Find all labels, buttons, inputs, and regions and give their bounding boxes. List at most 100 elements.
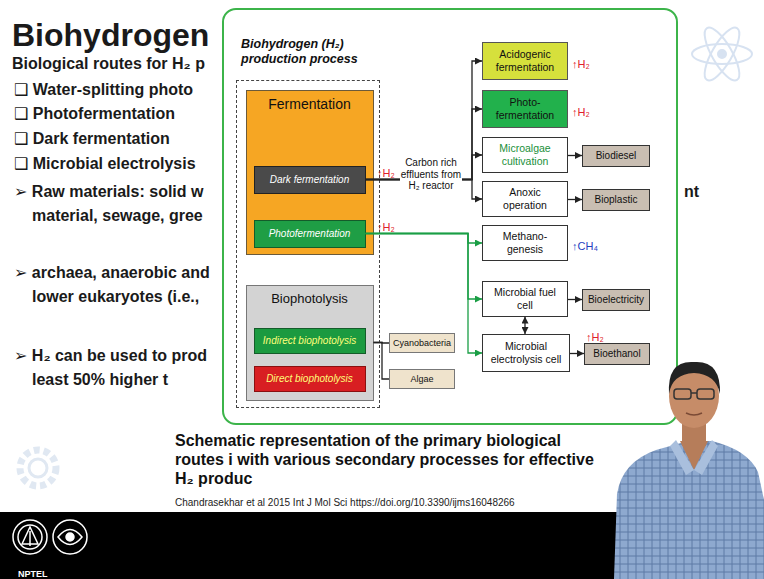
slide-subheading: Biological routes for H₂ p: [12, 54, 205, 73]
presenter-head: [669, 364, 719, 428]
process-box: Acidogenic fermentation: [482, 42, 568, 80]
bullet-item-holder: least 50% higher t: [32, 370, 168, 389]
flow-note: Carbon rich effluents from H₂ reactor: [400, 157, 462, 192]
bullet-item: ❑ Dark fermentation: [14, 129, 170, 148]
atom-nucleus: [718, 50, 726, 58]
flow-arrow: [568, 299, 582, 300]
presenter-glasses: [691, 392, 697, 394]
logo-emblem: [29, 531, 31, 546]
flow-arrow: [568, 199, 582, 200]
presenter-glasses: [697, 389, 714, 399]
gear-hub: [29, 459, 47, 477]
category-box: BiophotolysisIndirect biophotolysisDirec…: [246, 285, 374, 401]
gear-watermark: [20, 450, 56, 486]
yield-marker: ↑H₂: [572, 106, 590, 119]
flow-note-holder: Carbon rich effluents from H₂ reactor: [400, 157, 462, 192]
product-box: Biodiesel: [582, 145, 650, 167]
yield-marker: ↑H₂: [377, 221, 395, 234]
box-label: Dark fermentation: [270, 174, 349, 186]
institute-logo: [13, 520, 47, 554]
flow-arrow: [568, 155, 582, 156]
process-box: Direct biophotolysis: [254, 366, 366, 392]
box-label: Direct biophotolysis: [266, 373, 353, 385]
flow-arrow: [366, 234, 483, 354]
nptel-logo: [53, 520, 87, 554]
yield-marker-holder: ↑CH₄: [572, 236, 598, 254]
process-box: Methano-genesis: [482, 225, 568, 260]
product-box: Bioelectricity: [582, 289, 650, 311]
citation-holder: Chandrasekhar et al 2015 Int J Mol Sci h…: [175, 492, 515, 510]
process-box: Photofermentation: [254, 220, 366, 248]
presenter-glasses: [674, 389, 691, 399]
atom-orbit: [698, 23, 745, 85]
box-label: Microalgae cultivation: [486, 142, 564, 167]
presenter-collar: [670, 440, 718, 475]
bullet-item: lower eukaryotes (i.e.,: [32, 287, 199, 306]
product-box: Bioplastic: [582, 189, 650, 211]
bullet-item-holder: ➢ Raw materials: solid w: [14, 182, 203, 201]
box-label: Bioethanol: [593, 348, 640, 360]
yield-marker: ↑CH₄: [572, 240, 598, 253]
atom-watermark: [692, 23, 752, 85]
presenter-shirt: [614, 441, 764, 579]
citation: Chandrasekhar et al 2015 Int J Mol Sci h…: [175, 497, 515, 509]
flow-arrow: [366, 180, 483, 200]
bullet-item: ❑ Water-splitting photo: [14, 80, 193, 99]
flow-arrow: [374, 342, 390, 344]
bullet-item-holder: ❑ Photofermentation: [14, 104, 175, 123]
process-box: Microbial electrolysis cell: [482, 334, 570, 372]
process-box: Microbial fuel cell: [482, 281, 568, 316]
logo-text: NPTEL: [18, 569, 48, 579]
product-box: Bioethanol: [584, 343, 650, 365]
atom-orbit: [698, 23, 745, 85]
atom-orbit: [692, 44, 752, 64]
flow-arrow: [570, 353, 584, 354]
box-label: Cyanobacteria: [393, 338, 451, 349]
box-label: Methano-genesis: [486, 230, 564, 255]
box-heading: Biophotolysis: [247, 286, 373, 307]
bullet-item: ➢ Raw materials: solid w: [14, 182, 203, 201]
box-label: Algae: [410, 374, 433, 385]
logo-text-holder: NPTEL: [18, 563, 48, 579]
bullet-item: ❑ Photofermentation: [14, 104, 175, 123]
bullet-item-holder: ➢ H₂ can be used to prod: [14, 346, 207, 365]
category-box: FermentationDark fermentationPhotofermen…: [246, 90, 374, 255]
presenter-neck: [682, 418, 706, 446]
bullet-fragment: nt: [684, 182, 699, 201]
logo-ring: [53, 520, 87, 554]
presenter-mouth: [686, 413, 702, 415]
bullet-item-holder: material, sewage, gree: [32, 206, 203, 225]
presenter-neck: [680, 441, 708, 470]
flow-arrow: [366, 234, 483, 244]
video-band: [0, 512, 764, 579]
bullet-item-holder: ❑ Dark fermentation: [14, 129, 170, 148]
logo-emblem: [58, 530, 82, 545]
process-group: Biohydrogen (H₂) production processFerme…: [236, 80, 380, 408]
organism-box: Cyanobacteria: [389, 333, 455, 354]
process-box: Photo-fermentation: [482, 90, 568, 128]
box-label: Bioelectricity: [588, 294, 644, 306]
process-box: Anoxic operation: [482, 181, 568, 216]
yield-marker: ↑H₂: [586, 331, 604, 344]
box-label: Photofermentation: [269, 228, 351, 240]
bullet-item: ➢ archaea, anaerobic and: [14, 263, 210, 282]
yield-marker-holder: ↑H₂: [572, 54, 590, 72]
box-label: Indirect biophotolysis: [263, 335, 356, 347]
organism-box: Algae: [389, 369, 455, 390]
bullet-item-holder: ➢ archaea, anaerobic and: [14, 263, 210, 282]
box-label: Microbial electrolysis cell: [486, 340, 566, 365]
bullet-item-holder: ❑ Water-splitting photo: [14, 80, 193, 99]
bullet-item: least 50% higher t: [32, 370, 168, 389]
bullet-item-holder: lower eukaryotes (i.e.,: [32, 287, 199, 306]
logo-emblem: [22, 527, 38, 544]
flow-arrow: [374, 343, 390, 379]
flow-arrow: [524, 317, 525, 334]
flow-arrow: [366, 234, 483, 300]
flow-arrow: [366, 61, 483, 180]
yield-marker-holder: ↑H₂: [572, 102, 590, 120]
box-label: Biodiesel: [596, 150, 637, 162]
logo-ring: [18, 525, 42, 549]
figure-caption-holder: Schematic representation of the primary …: [175, 432, 611, 489]
gear-teeth: [20, 450, 56, 486]
